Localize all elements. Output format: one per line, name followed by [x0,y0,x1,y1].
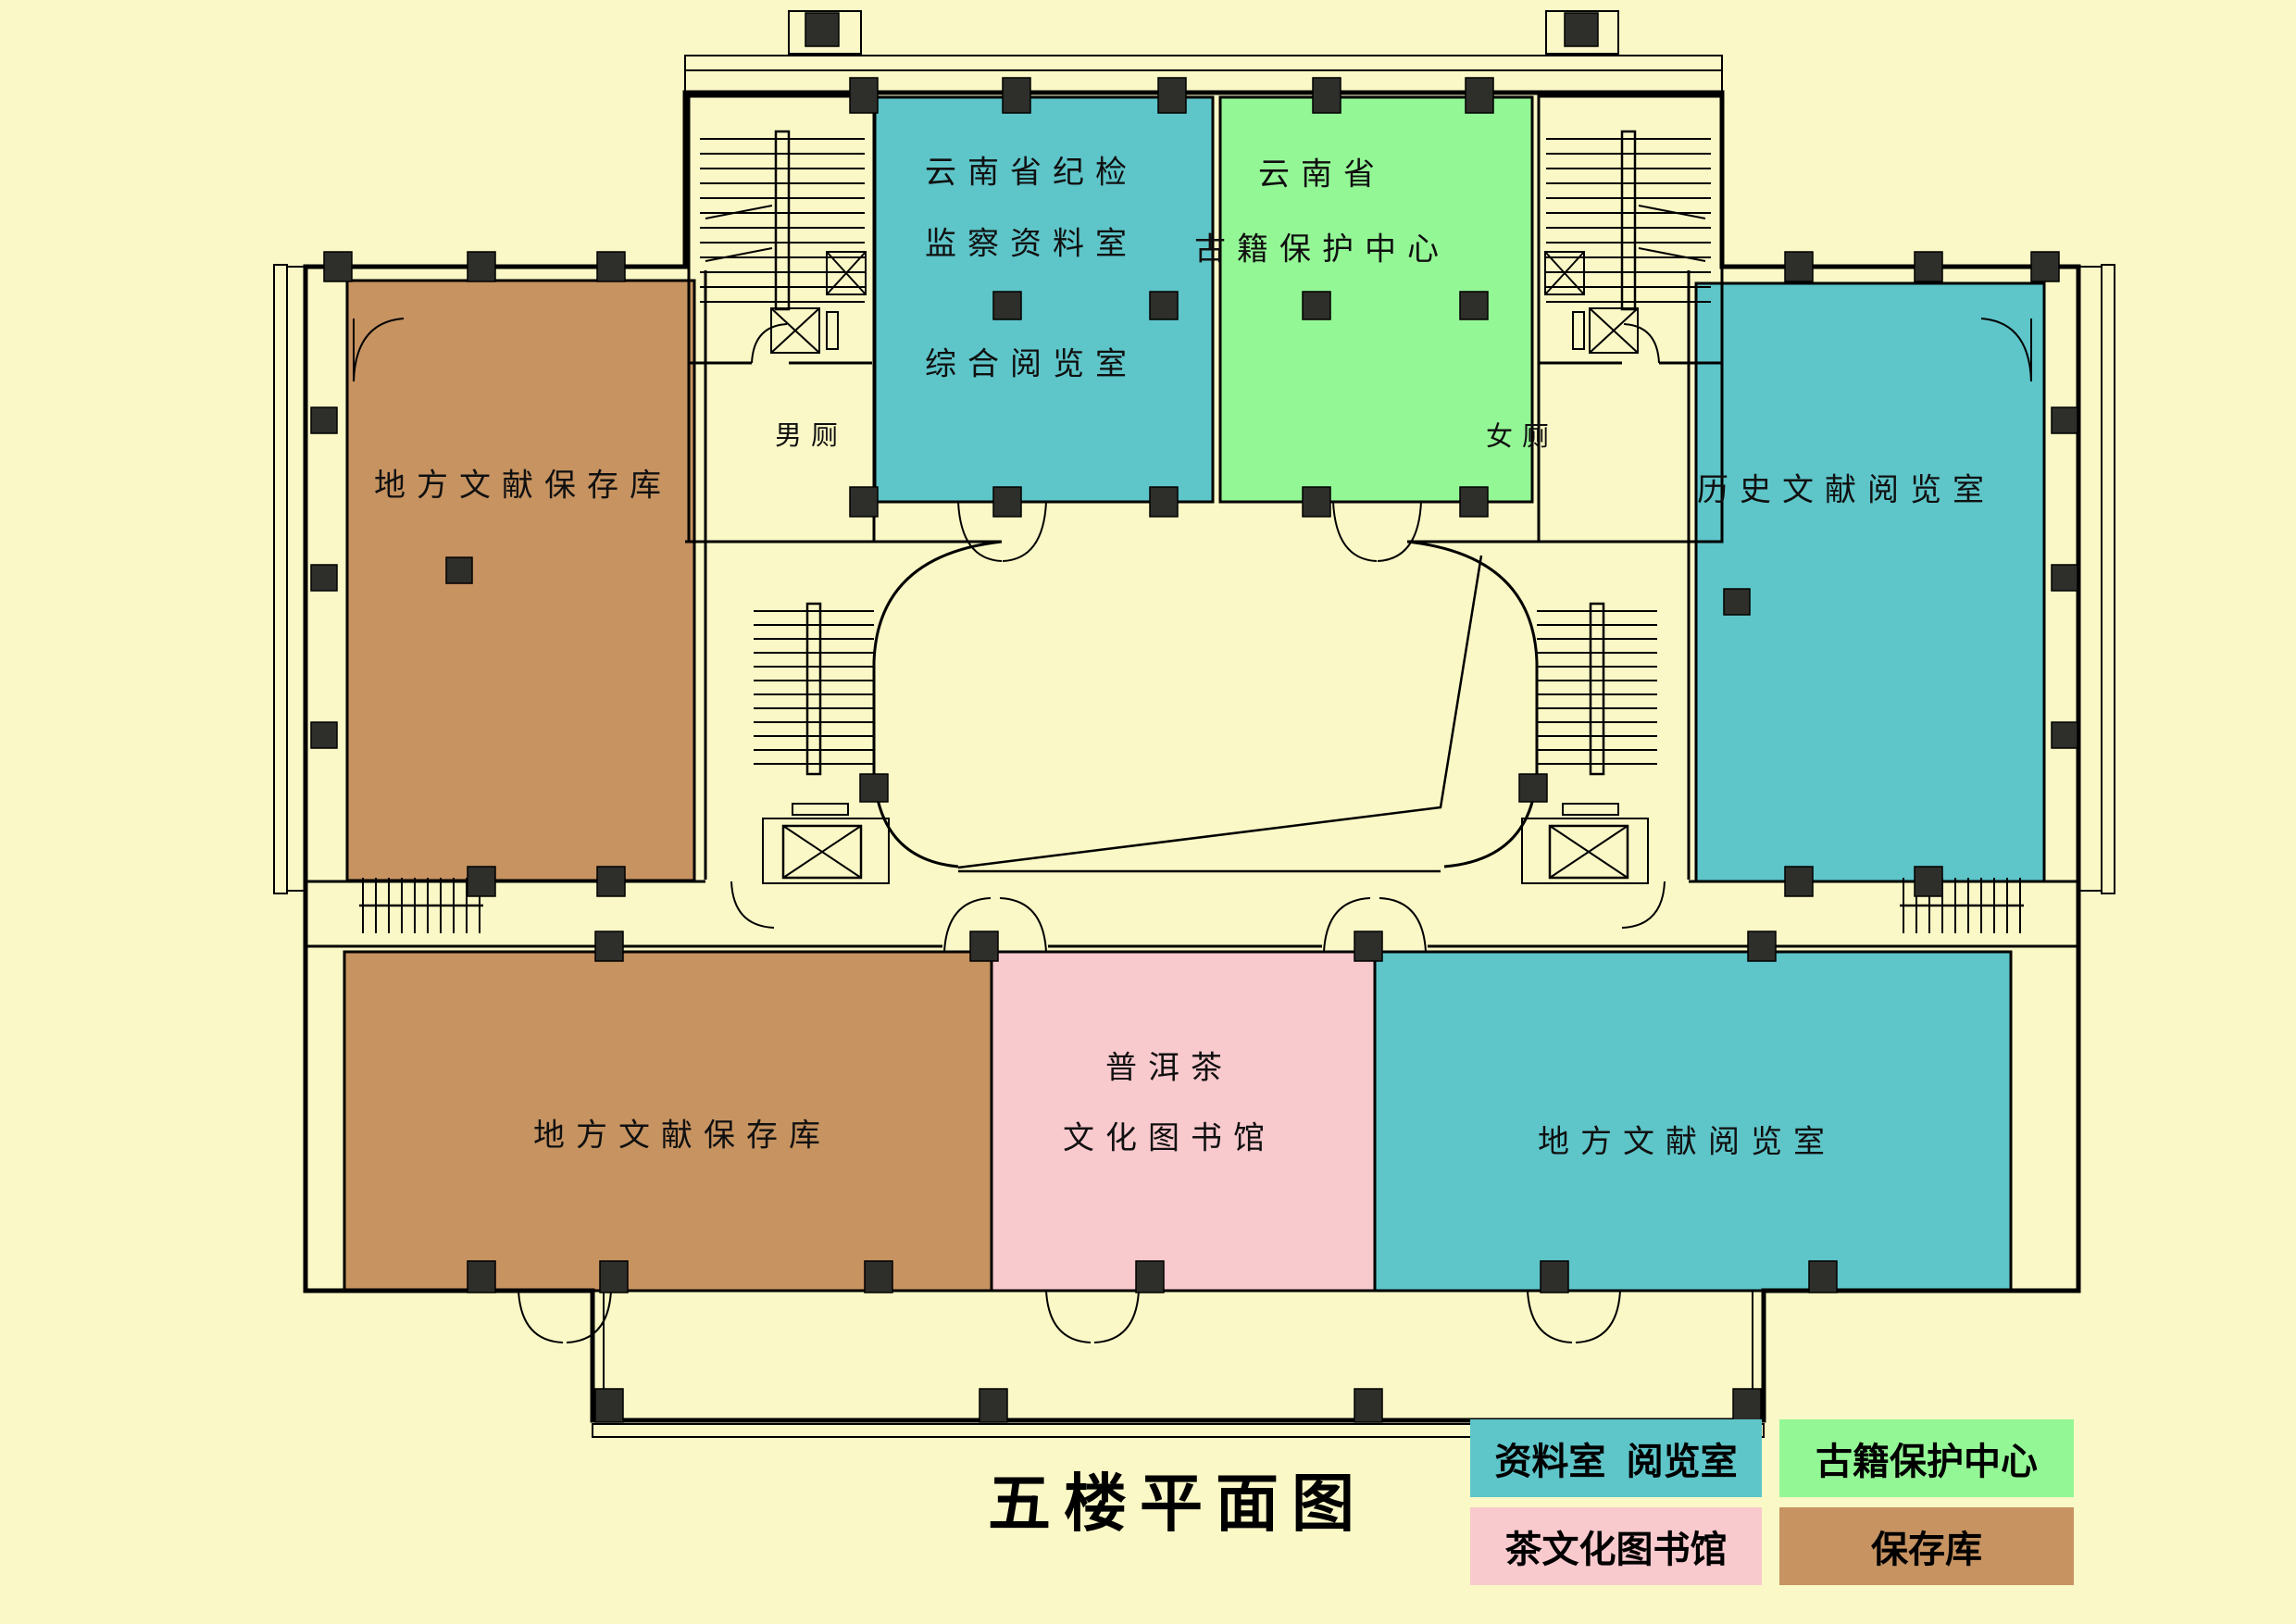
label-guji-line1: 云南省 [1258,157,1386,193]
page-title: 五楼平面图 [987,1468,1368,1540]
label-east-history-reading: 历史文献阅览室 [1697,473,1995,508]
room-south-local-reading [1373,950,2013,1293]
parapet-lines [273,10,2115,1438]
label-guji-line2: 古籍保护中心 [1194,232,1450,268]
label-west-storage: 地方文献保存库 [374,468,672,504]
elevator-east [1521,803,1649,884]
stair-northeast [1546,130,1711,311]
elevator-west [762,803,890,884]
room-west-storage [345,279,696,882]
columns [310,12,2078,1423]
label-south-local-reading: 地方文献阅览室 [1538,1125,1836,1160]
door-swings [353,318,2032,1343]
room-south-storage [343,950,993,1293]
legend-storage: 保存库 [1779,1507,2074,1585]
stair-southwest [359,878,483,933]
room-tea-library [990,950,1377,1293]
label-jijian-line3: 综合阅览室 [925,347,1138,382]
label-female-toilet: 女厕 [1485,422,1559,452]
legend-protection-center: 古籍保护中心 [1779,1419,2074,1497]
legend-reading-room: 资料室 阅览室 [1470,1419,1762,1497]
label-tea-line1: 普洱茶 [1105,1051,1233,1086]
stair-southeast [1900,878,2024,933]
label-jijian-line1: 云南省纪检 [925,156,1138,191]
stair-mid-west [754,602,874,776]
label-tea-line2: 文化图书馆 [1063,1121,1276,1156]
shafts-northwest [770,251,867,354]
stair-mid-east [1537,602,1657,776]
label-male-toilet: 男厕 [774,421,848,451]
shafts-northeast [1544,251,1639,354]
label-jijian-line2: 监察资料室 [925,227,1138,262]
legend-tea-library: 茶文化图书馆 [1470,1507,1762,1585]
room-east-history-reading [1694,281,2046,883]
label-south-storage: 地方文献保存库 [533,1118,831,1154]
room-fills [343,95,2046,1293]
atrium-outline [957,555,1483,873]
stair-northwest [700,130,865,311]
